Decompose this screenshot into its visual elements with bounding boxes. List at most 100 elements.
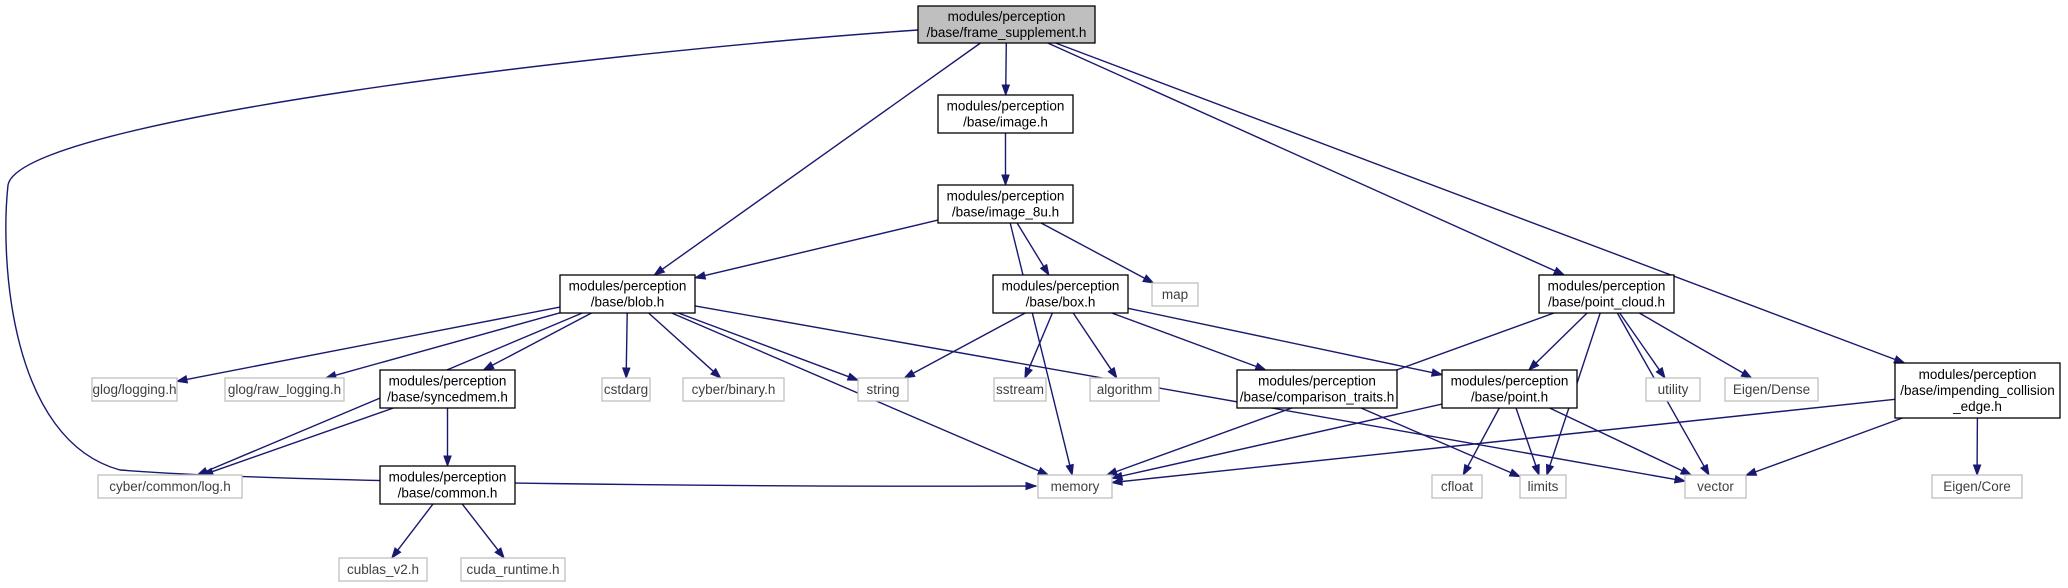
arrowhead-icon xyxy=(693,271,707,280)
node-frame-supplement[interactable]: modules/perception/base/frame_supplement… xyxy=(917,5,1096,44)
edge-point-to-memory xyxy=(1110,403,1443,481)
edge-line xyxy=(1055,42,1896,361)
node-box xyxy=(1431,474,1483,499)
edge-box-to-string xyxy=(903,312,1026,379)
node-label-line: /base/impending_collision xyxy=(1900,383,2055,398)
edge-line xyxy=(1111,312,1257,368)
edge-blob-to-glog-raw-logging xyxy=(324,312,561,380)
arrowhead-icon xyxy=(390,547,402,560)
node-box[interactable]: modules/perception/base/box.h xyxy=(992,274,1129,314)
edge-image-to-image-8u xyxy=(1001,133,1010,187)
edge-line xyxy=(1121,398,1896,483)
node-box xyxy=(1236,369,1398,409)
edge-line xyxy=(397,503,434,551)
arrowhead-icon xyxy=(1001,174,1010,187)
arrowhead-icon xyxy=(1110,471,1124,481)
node-point-cloud[interactable]: modules/perception/base/point_cloud.h xyxy=(1538,274,1675,314)
node-utility: utility xyxy=(1645,377,1701,402)
edge-line xyxy=(461,503,499,551)
edge-line xyxy=(1072,312,1112,371)
node-label-line: /base/comparison_traits.h xyxy=(1240,390,1395,405)
edge-line xyxy=(1535,312,1588,364)
node-memory: memory xyxy=(1037,474,1113,499)
node-label-line: map xyxy=(1162,287,1188,302)
node-common[interactable]: modules/perception/base/common.h xyxy=(379,465,516,505)
edges-layer xyxy=(5,29,1982,560)
node-label-line: /base/frame_supplement.h xyxy=(927,25,1087,40)
edge-line xyxy=(1028,312,1054,370)
edge-frame-supplement-to-blob xyxy=(652,42,981,276)
arrowhead-icon xyxy=(1744,467,1758,476)
node-image-8u[interactable]: modules/perception/base/image_8u.h xyxy=(937,184,1074,224)
node-box xyxy=(1538,274,1675,314)
arrowhead-icon xyxy=(1545,463,1555,477)
node-box xyxy=(1931,474,2023,499)
nodes-layer: modules/perception/base/frame_supplement… xyxy=(91,5,2061,582)
node-eigen-core: Eigen/Core xyxy=(1931,474,2023,499)
edge-common-to-cublas-v2 xyxy=(390,503,434,560)
node-box xyxy=(1684,474,1747,499)
node-label-line: modules/perception xyxy=(948,9,1066,24)
arrowhead-icon xyxy=(1893,355,1906,364)
node-syncedmem[interactable]: modules/perception/base/syncedmem.h xyxy=(379,369,516,409)
node-box xyxy=(460,557,566,582)
node-label-line: cstdarg xyxy=(604,382,648,397)
arrowhead-icon xyxy=(1142,274,1155,284)
edge-line xyxy=(1638,312,1744,374)
edge-line xyxy=(1755,417,1903,473)
node-label-line: sstream xyxy=(996,382,1044,397)
edge-point-cloud-to-eigen-dense xyxy=(1638,312,1753,379)
node-label-line: cfloat xyxy=(1441,479,1474,494)
edge-line xyxy=(1467,407,1500,467)
node-box xyxy=(1441,369,1578,409)
node-vector: vector xyxy=(1684,474,1747,499)
node-image[interactable]: modules/perception/base/image.h xyxy=(937,94,1074,134)
edge-line xyxy=(5,29,1037,487)
arrowhead-icon xyxy=(1527,359,1540,372)
node-label-line: modules/perception xyxy=(1919,367,2037,382)
arrowhead-icon xyxy=(1105,467,1119,476)
edge-comparison-traits-to-limits xyxy=(1360,407,1522,478)
edge-line xyxy=(1127,307,1433,374)
node-cublas-v2: cublas_v2.h xyxy=(338,557,428,582)
arrowhead-icon xyxy=(652,265,666,276)
node-box xyxy=(559,274,696,314)
node-algorithm: algorithm xyxy=(1089,377,1160,402)
node-label-line: string xyxy=(866,382,899,397)
node-box xyxy=(1089,377,1160,402)
edge-point-to-vector xyxy=(1549,407,1693,476)
node-label-line: cuda_runtime.h xyxy=(466,562,559,577)
edge-syncedmem-to-common xyxy=(443,408,452,468)
node-blob[interactable]: modules/perception/base/blob.h xyxy=(559,274,696,314)
arrowhead-icon xyxy=(621,367,631,380)
edge-line xyxy=(1515,407,1537,466)
node-box xyxy=(224,377,345,402)
edge-line xyxy=(661,42,981,270)
arrowhead-icon xyxy=(1039,263,1050,277)
edge-frame-supplement-to-point-cloud xyxy=(1047,42,1566,276)
node-box xyxy=(857,377,909,402)
node-box xyxy=(97,474,243,499)
arrowhead-icon xyxy=(1025,481,1038,491)
node-eigen-dense: Eigen/Dense xyxy=(1724,377,1819,402)
node-label-line: memory xyxy=(1051,479,1100,494)
node-box xyxy=(993,377,1047,402)
node-point[interactable]: modules/perception/base/point.h xyxy=(1441,369,1578,409)
arrowhead-icon xyxy=(1531,463,1540,477)
edge-blob-to-syncedmem xyxy=(482,312,592,371)
node-label-line: utility xyxy=(1658,382,1689,397)
node-impending-collision-edge[interactable]: modules/perception/base/impending_collis… xyxy=(1894,362,2061,419)
arrowhead-icon xyxy=(1740,369,1753,379)
node-box xyxy=(937,184,1074,224)
node-comparison-traits[interactable]: modules/perception/base/comparison_trait… xyxy=(1236,369,1398,409)
edge-line xyxy=(648,312,714,372)
node-label-line: /base/point.h xyxy=(1471,390,1548,405)
arrowhead-icon xyxy=(1462,463,1472,477)
node-cfloat: cfloat xyxy=(1431,474,1483,499)
edge-line xyxy=(1005,42,1007,86)
edge-line xyxy=(211,407,394,473)
arrowhead-icon xyxy=(1036,466,1050,476)
node-sstream: sstream xyxy=(993,377,1047,402)
node-label-line: modules/perception xyxy=(947,189,1065,204)
arrowhead-icon xyxy=(1107,366,1118,380)
